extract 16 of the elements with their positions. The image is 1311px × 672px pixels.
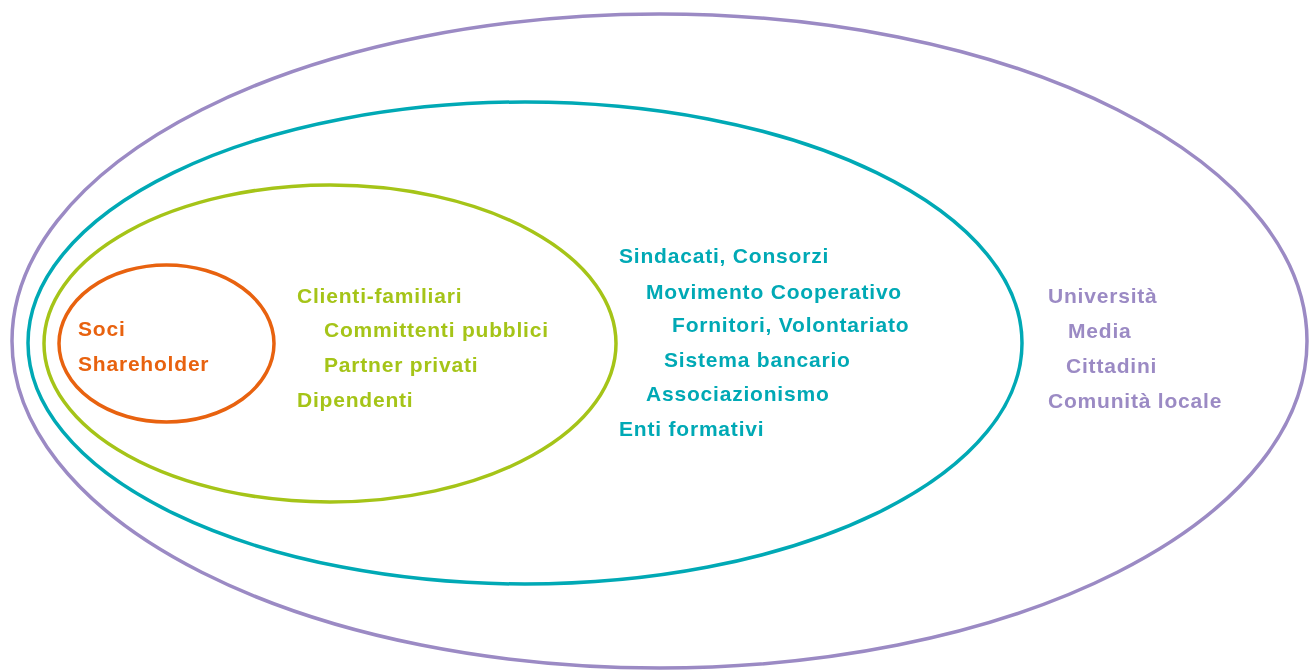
stakeholder-label: Comunità locale	[1048, 389, 1223, 413]
stakeholder-label: Shareholder	[78, 352, 210, 376]
stakeholder-label: Soci	[78, 317, 126, 341]
stakeholder-label: Fornitori, Volontariato	[672, 313, 910, 337]
stakeholder-label: Movimento Cooperativo	[646, 280, 902, 304]
stakeholder-label: Dipendenti	[297, 388, 414, 412]
stakeholder-label: Media	[1068, 319, 1132, 343]
stakeholder-label: Partner privati	[324, 353, 479, 377]
stakeholder-label: Università	[1048, 284, 1158, 308]
stakeholder-label: Clienti-familiari	[297, 284, 463, 308]
stakeholder-label: Associazionismo	[646, 382, 830, 406]
stakeholder-label: Cittadini	[1066, 354, 1158, 378]
stakeholder-label: Sistema bancario	[664, 348, 851, 372]
stakeholder-label: Committenti pubblici	[324, 318, 549, 342]
stakeholder-label: Sindacati, Consorzi	[619, 244, 830, 268]
stakeholder-label: Enti formativi	[619, 417, 765, 441]
